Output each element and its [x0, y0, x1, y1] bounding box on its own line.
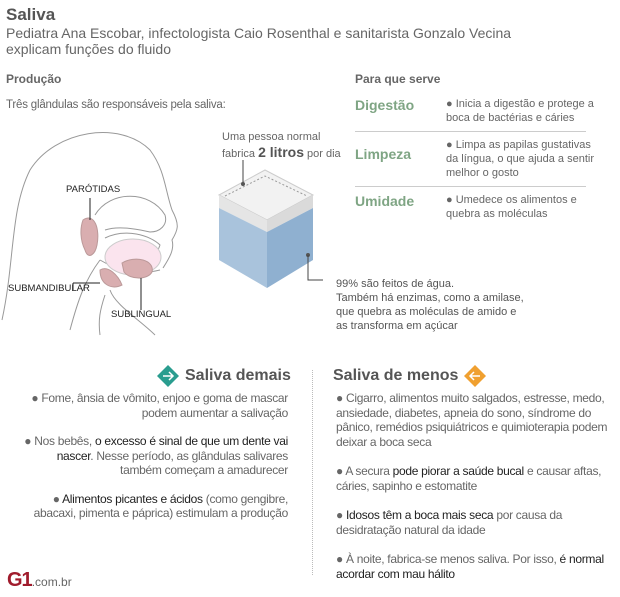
list-item: ● Alimentos picantes e ácidos (como geng…: [20, 491, 289, 521]
list-item: ● Idosos têm a boca mais seca por causa …: [336, 508, 614, 537]
divider: [355, 186, 586, 187]
function-limpeza-desc: ● Limpa as papilas gustativas da língua,…: [446, 139, 595, 179]
text: (como gengibre, abacaxi, pimenta e pápri…: [33, 491, 289, 521]
volume-line-1: Uma pessoa normal: [222, 131, 321, 143]
text: ● Cigarro, alimentos muito salgados, est…: [336, 391, 608, 449]
g1-logo: G1 .com.br: [7, 569, 72, 591]
text: por causa da desidratação natural da ida…: [336, 508, 563, 537]
function-limpeza: Limpeza: [355, 146, 412, 162]
function-umidade-desc: ● Umedece os alimentos e quebra as moléc…: [446, 194, 577, 220]
column-divider: [312, 370, 313, 575]
label-parotidas: PARÓTIDAS: [66, 184, 121, 195]
production-intro: Três glândulas são responsáveis pela sal…: [6, 99, 226, 111]
list-item: ● À noite, fabrica-se menos saliva. Por …: [336, 552, 614, 581]
volume-line-2: fabrica 2 litros por dia: [222, 145, 341, 162]
composition-note: 99% são feitos de água. Também há enzima…: [336, 277, 524, 333]
logo-mark: G1: [7, 569, 33, 591]
too-little-list: ● Cigarro, alimentos muito salgados, est…: [336, 391, 614, 588]
volume-post: por dia: [303, 148, 341, 160]
text: . Nesse período, as glândulas salivares …: [90, 448, 288, 478]
function-digestao: Digestão: [355, 97, 415, 113]
composition-line: 99% são feitos de água.: [336, 278, 455, 290]
cube-illustration: [217, 160, 323, 288]
label-sublingual: SUBLINGUAL: [111, 309, 172, 320]
text: ● A secura: [336, 464, 393, 478]
volume-amount: 2 litros: [258, 144, 304, 160]
list-item: ● Fome, ânsia de vômito, enjoo e goma de…: [20, 391, 288, 420]
composition-line: as transforma em açúcar: [336, 320, 458, 332]
list-item: ● A secura pode piorar a saúde bucal e c…: [336, 464, 614, 493]
text: ● À noite, fabrica-se menos saliva. Por …: [336, 552, 560, 566]
composition-line: Também há enzimas, como a amilase,: [336, 292, 524, 304]
text: ●: [52, 491, 63, 506]
highlight-text: pode piorar a saúde bucal: [392, 464, 525, 478]
too-much-heading: Saliva demais: [157, 365, 291, 387]
function-umidade: Umidade: [355, 193, 415, 209]
composition-line: que quebra as moléculas de amido e: [336, 306, 517, 318]
text: ●: [336, 508, 346, 522]
arrow-left-diamond-icon: [464, 365, 487, 387]
highlight-text: Idosos têm a boca mais seca: [345, 508, 494, 522]
list-item: ● Cigarro, alimentos muito salgados, est…: [336, 391, 614, 449]
text: ● Nos bebês,: [24, 434, 95, 448]
text: e causar aftas, cáries, sapinho e estoma…: [336, 464, 602, 493]
arrow-right-diamond-icon: [157, 365, 179, 387]
volume-note: Uma pessoa normal fabrica 2 litros por d…: [222, 130, 341, 162]
too-little-title: Saliva de menos: [333, 367, 459, 384]
too-much-title: Saliva demais: [185, 367, 291, 384]
volume-mid: fabrica: [222, 148, 259, 160]
subtitle: Pediatra Ana Escobar, infectologista Cai…: [6, 25, 512, 57]
title: Saliva: [6, 5, 56, 24]
highlight-text: é normal acordar com mau hálito: [336, 552, 604, 581]
logo-domain: .com.br: [31, 575, 72, 589]
label-submandibular: SUBMANDIBULAR: [8, 283, 90, 294]
highlight-text: o excesso é sinal de que um dente vai na…: [56, 434, 289, 463]
too-much-list: ● Fome, ânsia de vômito, enjoo e goma de…: [20, 391, 288, 528]
function-digestao-desc: ● Inicia a digestão e protege a boca de …: [446, 98, 594, 124]
head-illustration: [1, 132, 178, 336]
divider: [355, 131, 586, 132]
too-little-heading: Saliva de menos: [333, 365, 487, 387]
list-item: ● Nos bebês, o excesso é sinal de que um…: [20, 434, 288, 478]
highlight-text: Alimentos picantes e ácidos: [62, 491, 203, 506]
production-heading: Produção: [6, 72, 62, 86]
functions-heading: Para que serve: [355, 72, 441, 86]
text: ● Fome, ânsia de vômito, enjoo e goma de…: [31, 391, 288, 420]
